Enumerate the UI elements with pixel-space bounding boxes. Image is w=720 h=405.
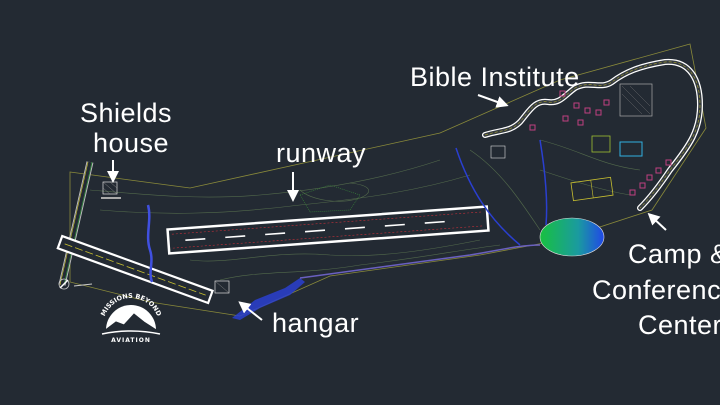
taxiway <box>56 234 214 305</box>
label-camp: Camp & <box>628 239 720 269</box>
bible-institute-road <box>482 58 704 211</box>
pool <box>619 141 643 157</box>
arrow-icon <box>238 301 263 321</box>
label-bible-institute: Bible Institute <box>410 62 580 92</box>
label-runway: runway <box>276 138 366 168</box>
contour-lines <box>89 139 641 281</box>
institute-buildings <box>529 90 672 196</box>
label-center: Center <box>638 310 720 340</box>
property-boundary <box>69 43 707 317</box>
runway <box>166 205 490 255</box>
hangar-building <box>214 280 230 294</box>
label-hangar: hangar <box>272 308 359 338</box>
label-shields: Shields <box>80 98 172 128</box>
wooded-area <box>299 184 361 213</box>
missions-beyond-aviation-logo: MISSIONS BEYOND AVIATION <box>99 292 163 344</box>
creek-line <box>299 244 541 279</box>
logo-bottom-text: AVIATION <box>111 337 151 344</box>
access-road <box>58 161 94 286</box>
label-conference: Conference <box>592 275 720 305</box>
pond <box>539 217 605 257</box>
shields-house <box>101 181 121 199</box>
arrow-icon <box>477 94 509 108</box>
north-arrow-icon <box>58 278 93 290</box>
label-house: house <box>93 128 169 158</box>
arrow-icon <box>647 212 667 231</box>
main-building <box>619 83 653 117</box>
drainage-channel <box>146 204 154 283</box>
annotation-arrows <box>107 94 667 321</box>
